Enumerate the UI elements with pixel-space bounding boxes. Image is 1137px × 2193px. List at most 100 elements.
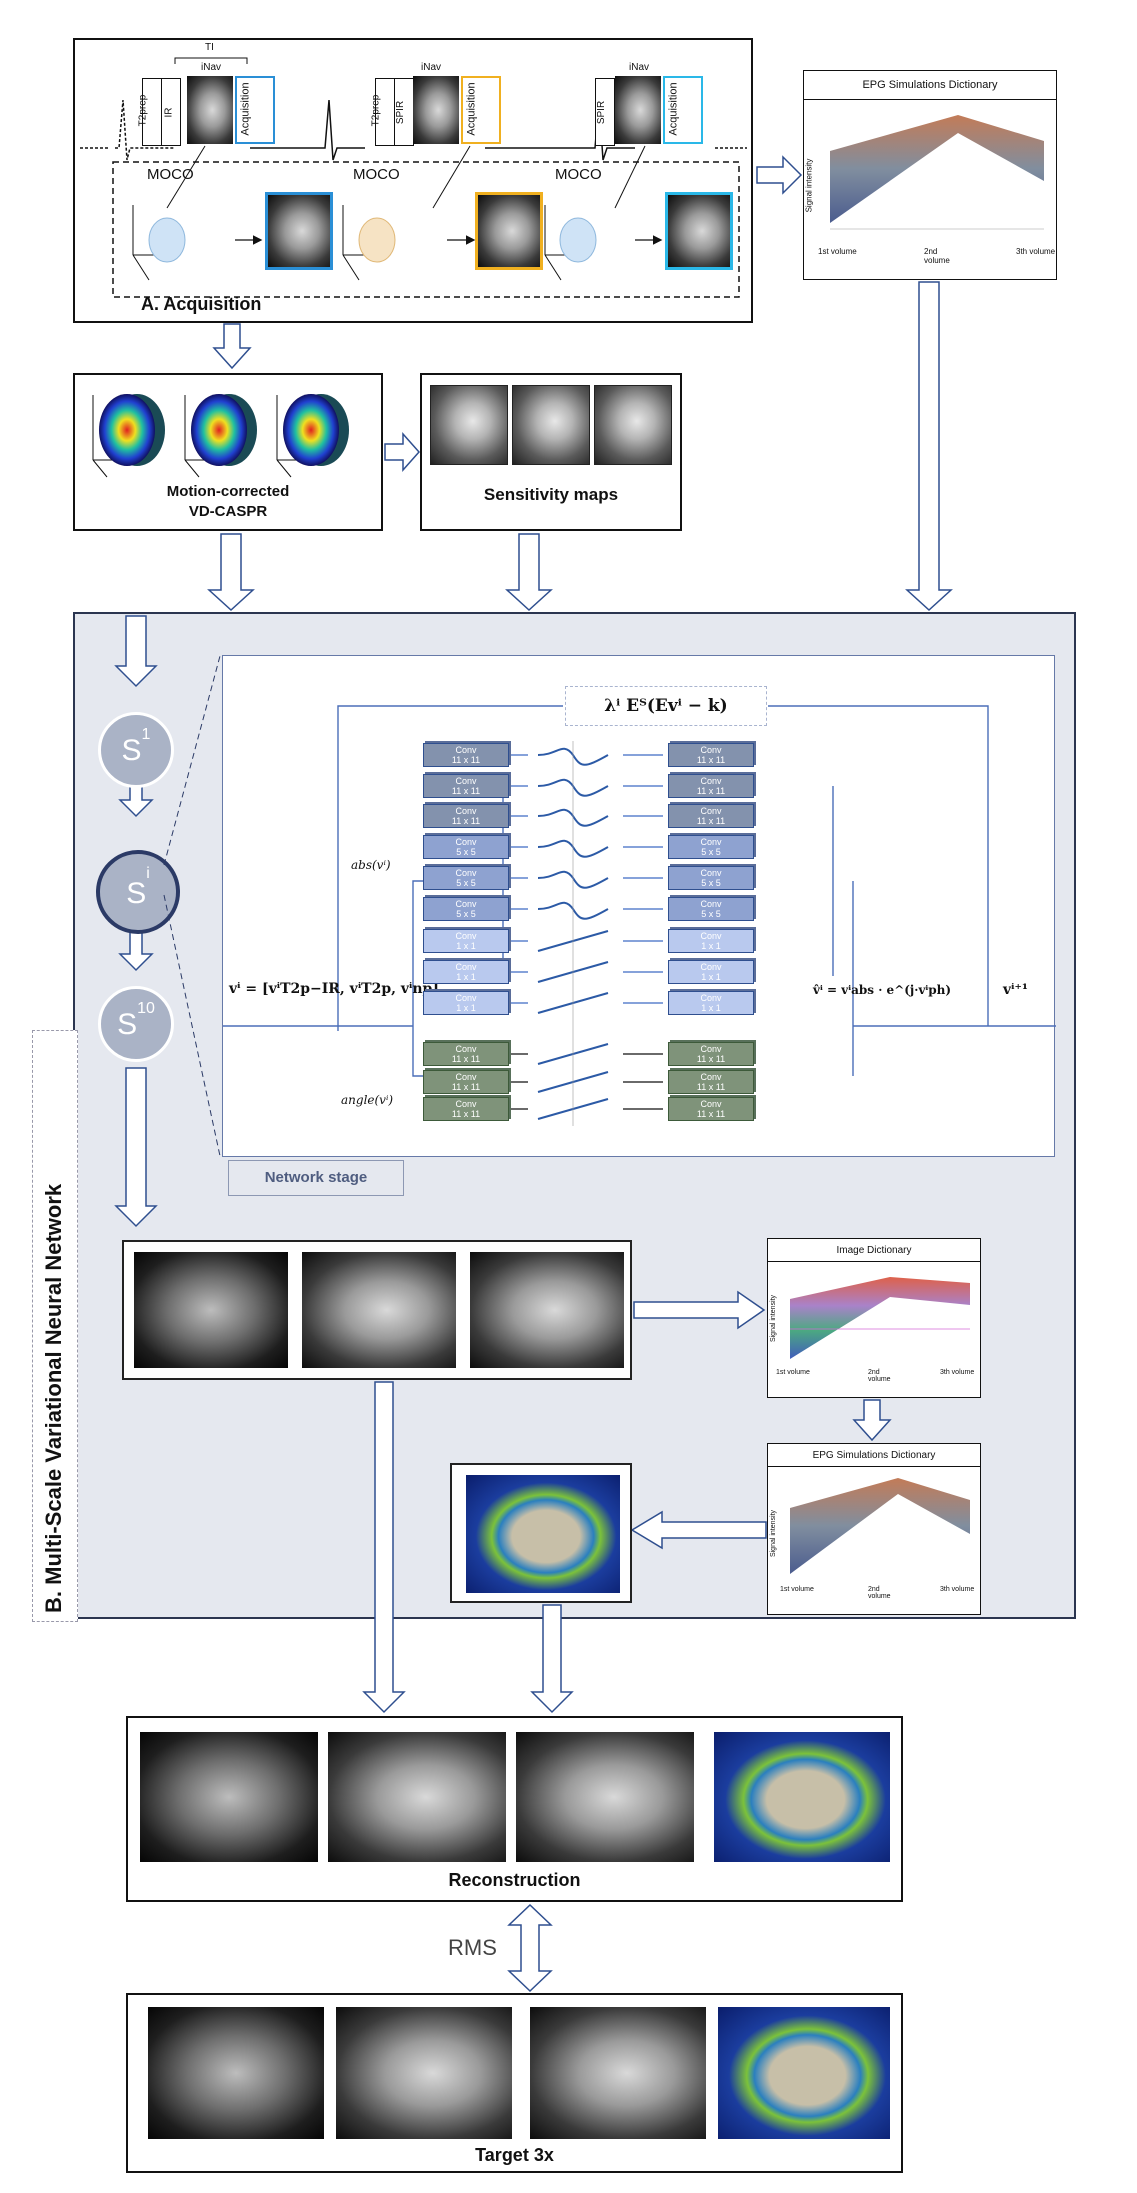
network-stage-label-box: Network stage	[228, 1160, 404, 1196]
epg-dictionary-top: EPG Simulations Dictionary Signal intens…	[803, 70, 1057, 280]
epg-mid-ylabel: Signal intensity	[770, 1509, 778, 1558]
conv-block-size: 11 x 11	[696, 1109, 726, 1119]
data-term: λⁱ Eᵀ(Evⁱ − k)	[604, 696, 728, 716]
inav-image-1	[187, 76, 233, 144]
sensitivity-map-3	[594, 385, 672, 465]
arrow-sens-down	[505, 533, 553, 612]
acquisition-module-label: Acquisition	[465, 82, 478, 136]
network-side-title-box: B. Multi-Scale Variational Neural Networ…	[32, 1030, 78, 1622]
conv-block-size: 11 x 11	[451, 816, 481, 826]
image-dictionary-ylabel: Signal intensity	[770, 1294, 778, 1343]
heart-volume-3	[665, 192, 733, 270]
image-dict-xtick-1: 1st volume	[776, 1369, 810, 1376]
acquisition-module-1: Acquisition	[235, 76, 275, 144]
rms-label: RMS	[448, 1935, 497, 1960]
prep-label: T2prep	[137, 94, 149, 127]
epg-mid-curves	[790, 1478, 970, 1574]
moco-label-2: MOCO	[353, 166, 400, 183]
epg-xtick-1: 1st volume	[818, 247, 857, 256]
conv-block-size: 11 x 11	[451, 1109, 481, 1119]
conv-block-name: Conv	[455, 899, 477, 909]
stage-si-letter: S	[126, 877, 147, 910]
conv-block-size: 11 x 11	[696, 786, 726, 796]
inav-label-2: iNav	[421, 62, 442, 73]
target-image-2	[336, 2007, 512, 2139]
prep-label: IR	[163, 107, 175, 118]
image-dictionary-title: Image Dictionary	[836, 1245, 912, 1256]
stage-si: Si	[96, 850, 180, 934]
arrow-to-sensitivity	[384, 432, 421, 472]
acquisition-module-3: Acquisition	[663, 76, 703, 144]
epg-xtick-2: 2nd volume	[924, 247, 950, 265]
conv-block-size: 11 x 11	[696, 1082, 726, 1092]
recon-image-1	[140, 1732, 318, 1862]
stage-s1: S1	[98, 712, 174, 788]
conv-block-name: Conv	[455, 962, 477, 972]
recon-t2-map	[714, 1732, 890, 1862]
stage-arrows	[114, 615, 158, 1228]
output-image-2	[302, 1252, 456, 1368]
conv-block-name: Conv	[700, 745, 722, 755]
stage-s1-letter: S	[121, 734, 142, 767]
conv-block-name: Conv	[700, 899, 722, 909]
conv-block-name: Conv	[455, 745, 477, 755]
sensitivity-panel: Sensitivity maps	[420, 373, 682, 531]
prep-module-spir-3: SPIR	[595, 78, 615, 146]
conv-block-size: 5 x 5	[701, 878, 721, 888]
conv-block-name: Conv	[700, 776, 722, 786]
conv-block-name: Conv	[455, 1072, 477, 1082]
network-side-title: B. Multi-Scale Variational Neural Networ…	[41, 1183, 66, 1613]
arrow-acq-down	[212, 323, 252, 370]
network-output-panel	[122, 1240, 632, 1380]
conv-block-size: 5 x 5	[456, 878, 476, 888]
moco-label-1: MOCO	[147, 166, 194, 183]
image-dict-curves	[790, 1277, 970, 1359]
conv-block-name: Conv	[455, 868, 477, 878]
conv-block-name: Conv	[700, 1072, 722, 1082]
conv-block-name: Conv	[700, 1099, 722, 1109]
prep-module-t2prep-1: T2prep	[137, 78, 162, 146]
arrow-to-map	[630, 1510, 767, 1550]
rms-double-arrow	[507, 1903, 553, 1993]
arrow-epg-down	[905, 281, 953, 612]
vd-caspr-panel: Motion-corrected VD-CASPR	[73, 373, 383, 531]
recon-image-3	[516, 1732, 694, 1862]
heart-volume-1	[265, 192, 333, 270]
conv-block-size: 11 x 11	[451, 1054, 481, 1064]
vd-caspr-kspace	[92, 394, 349, 478]
conv-block-size: 5 x 5	[456, 847, 476, 857]
inav-label-1: iNav	[201, 62, 222, 73]
conv-block-name: Conv	[700, 962, 722, 972]
conv-block-size: 1 x 1	[456, 1003, 476, 1013]
output-image-3	[470, 1252, 624, 1368]
prep-label: SPIR	[395, 100, 407, 125]
epg-mid-xtick-3: 3th volume	[940, 1586, 975, 1593]
input-equation: vⁱ = [vⁱT2p−IR, vⁱT2p, vⁱnp]	[229, 981, 439, 997]
target-image-3	[530, 2007, 706, 2139]
target-image-1	[148, 2007, 324, 2139]
epg-dictionary-title: EPG Simulations Dictionary	[862, 79, 998, 91]
epg-mid-xtick-1: 1st volume	[780, 1586, 814, 1593]
prep-label: T2prep	[370, 94, 382, 127]
conv-block-size: 1 x 1	[456, 941, 476, 951]
data-term-box: λⁱ Eᵀ(Evⁱ − k)	[565, 686, 767, 726]
conv-block-name: Conv	[455, 1044, 477, 1054]
sensitivity-map-2	[512, 385, 590, 465]
output-image-1	[134, 1252, 288, 1368]
target-t2-map	[718, 2007, 890, 2139]
output-equation: v̂ⁱ = vⁱabs · e^(j·vⁱph)	[813, 983, 952, 997]
stage-s10: S10	[98, 986, 174, 1062]
acquisition-panel: TI T2prep IR iNav Acquisition T2prep SPI…	[73, 38, 753, 323]
prep-module-ir: IR	[161, 78, 181, 146]
conv-block-size: 11 x 11	[696, 816, 726, 826]
prep-module-t2prep-2: T2prep	[370, 78, 395, 146]
